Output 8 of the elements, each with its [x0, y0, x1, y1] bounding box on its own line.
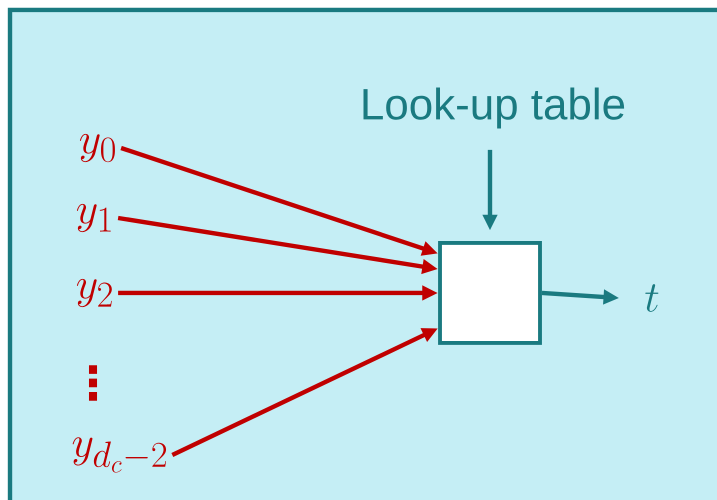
lookup-box	[438, 241, 542, 345]
table-label: Look-up table	[364, 88, 624, 128]
vertical-ellipsis: ⋮	[88, 365, 98, 401]
input-variable: $y_{1}$	[76, 204, 111, 232]
input-variable: $y_{2}$	[76, 278, 112, 308]
output-variable: $t$	[645, 284, 658, 312]
input-variable: $y_{d_c-2}$	[72, 437, 166, 472]
input-variable: $y_{0}$	[80, 134, 115, 162]
